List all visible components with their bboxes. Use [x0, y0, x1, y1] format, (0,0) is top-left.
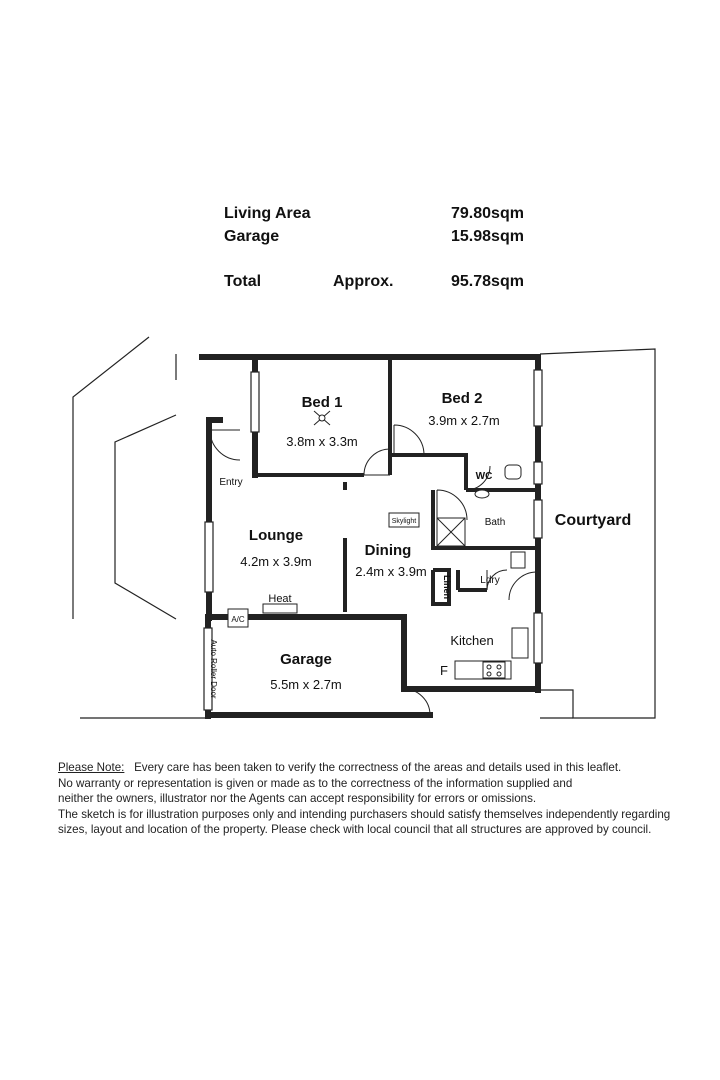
window-bed2: [533, 369, 543, 427]
dining-name: Dining: [365, 542, 412, 559]
burner-2: [496, 664, 502, 670]
site-boundary: [72, 336, 656, 719]
door-garage: [403, 688, 431, 716]
door-laundry: [486, 569, 508, 591]
living-area-value: 79.80sqm: [451, 205, 524, 222]
disclaimer: Please Note: Every care has been taken t…: [58, 760, 708, 838]
bed2-size: 3.9m x 2.7m: [428, 413, 500, 428]
bath-label: Bath: [485, 517, 506, 528]
door-courtyard: [508, 571, 538, 601]
disclaimer-line-4: The sketch is for illustration purposes …: [58, 807, 671, 821]
fixtures: [227, 410, 529, 680]
door-wc: [465, 465, 491, 491]
cooktop: [482, 661, 506, 679]
windows: [203, 369, 543, 711]
skylight-label: Skylight: [392, 518, 417, 525]
air-conditioner: [227, 608, 249, 628]
lounge-name: Lounge: [249, 527, 303, 544]
garage-area-label: Garage: [224, 228, 280, 245]
wall-bed2-bottom: [392, 453, 468, 490]
disclaimer-text-1: Every care has been taken to verify the …: [134, 761, 622, 774]
laundry-label: Ldry: [480, 575, 499, 586]
window-bath: [533, 499, 543, 539]
garage-area-value: 15.98sqm: [451, 228, 524, 245]
wall-bath: [431, 490, 538, 550]
bath-basin: [474, 489, 490, 499]
living-area-label: Living Area: [224, 205, 311, 222]
window-kitchen: [533, 612, 543, 664]
boundary-outer-left: [72, 336, 150, 619]
entry-label: Entry: [219, 477, 242, 488]
wall-garage-top: [205, 614, 541, 692]
total-area-label: Total: [224, 273, 262, 290]
window-lounge: [204, 521, 214, 593]
kitchen-name: Kitchen: [450, 633, 493, 648]
disclaimer-line-5: sizes, layout and location of the proper…: [58, 823, 652, 836]
ac-label: A/C: [231, 615, 245, 624]
linen-cupboard: [431, 568, 451, 606]
room-labels: Bed 1 3.8m x 3.3m Bed 2 3.9m x 2.7m Loun…: [209, 390, 631, 699]
lounge-size: 4.2m x 3.9m: [240, 554, 312, 569]
doors: [209, 424, 538, 716]
approx-label: Approx.: [333, 273, 394, 290]
boundary-inner-left: [114, 414, 177, 620]
roller-door-label: Auto Roller Door: [209, 639, 218, 698]
ceiling-fan-icon: [313, 410, 331, 426]
window-wc: [533, 461, 543, 485]
courtyard-boundary: [539, 348, 656, 719]
burner-1: [486, 664, 492, 670]
burner-3: [486, 671, 492, 677]
bed1-name: Bed 1: [302, 394, 343, 411]
garage-name: Garage: [280, 651, 332, 668]
heat-label: Heat: [268, 593, 291, 605]
garage-size: 5.5m x 2.7m: [270, 677, 342, 692]
toilet: [504, 464, 522, 480]
courtyard-name: Courtyard: [555, 512, 631, 529]
door-bath: [436, 489, 468, 521]
door-bed1: [363, 448, 391, 476]
bed1-size: 3.8m x 3.3m: [286, 434, 358, 449]
inner-walls: [255, 357, 538, 612]
disclaimer-line-1: Please Note: Every care has been taken t…: [58, 760, 708, 776]
dining-size: 2.4m x 3.9m: [355, 564, 427, 579]
total-area-value: 95.78sqm: [451, 273, 524, 290]
sink: [511, 627, 529, 659]
disclaimer-label: Please Note:: [58, 761, 125, 774]
disclaimer-line-2: No warranty or representation is given o…: [58, 776, 573, 790]
burner-4: [496, 671, 502, 677]
shower-diag-b: [436, 517, 466, 547]
wc-label: WC: [476, 471, 493, 482]
roller-door: [203, 627, 213, 711]
disclaimer-line-3: neither the owners, illustrator nor the …: [58, 792, 537, 805]
laundry-tub: [510, 551, 526, 569]
door-entry: [209, 429, 241, 461]
fridge-label: F: [440, 663, 448, 678]
linen-label: Linen: [442, 575, 452, 599]
skylight: [388, 512, 420, 528]
bed2-name: Bed 2: [442, 390, 483, 407]
window-bed1: [250, 371, 260, 433]
door-bed2: [393, 424, 425, 456]
heater: [262, 603, 298, 614]
